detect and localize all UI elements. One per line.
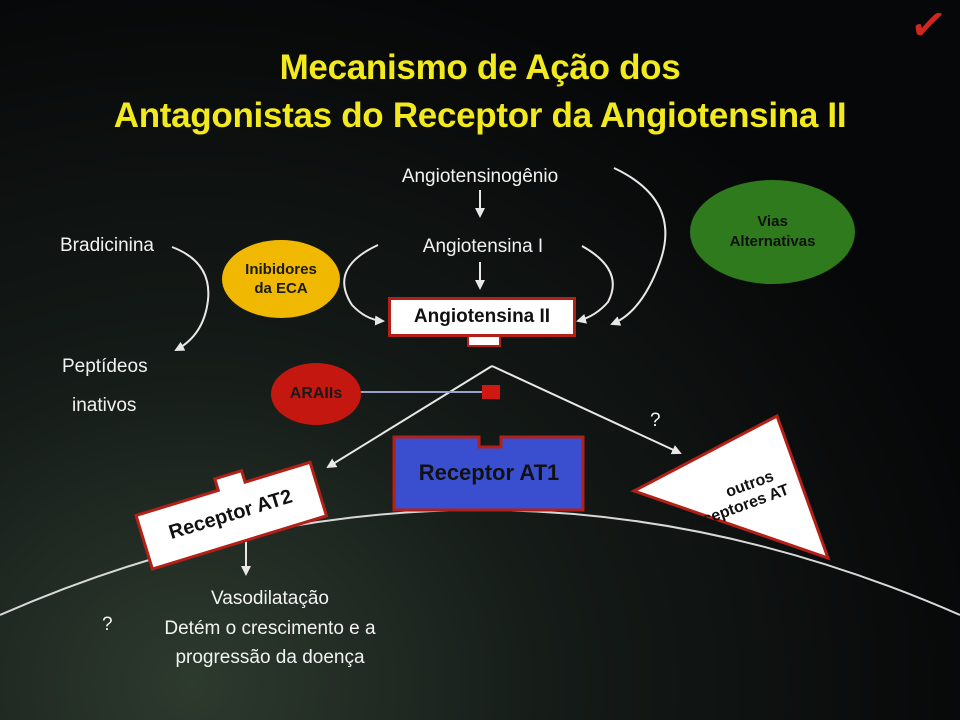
arails-ellipse: ARAIIs [271,363,361,425]
title-line-2: Antagonistas do Receptor da Angiotensina… [113,96,847,135]
inibidores-label-2: da ECA [254,280,308,297]
vias-label-2: Alternativas [729,233,816,250]
vias-label-1: Vias [757,213,788,230]
inibidores-eca-ellipse: Inibidores da ECA [222,240,340,318]
angiotensina-ii-box: Angiotensina II [388,297,576,337]
inibidores-label-1: Inibidores [245,261,317,278]
vias-alternativas-ellipse: Vias Alternativas [690,180,855,284]
peptideos-label-1: Peptídeos [62,356,148,377]
question-mark-left: ? [102,614,113,635]
angiotensinogenio-label: Angiotensinogênio [401,166,559,187]
receptor-at1-box [392,435,585,512]
receptor-at2-box [134,460,329,571]
arrow-ang2-to-outros [491,365,682,455]
question-mark-right: ? [650,410,661,431]
arrow-curve-right [576,245,614,324]
effect-progressao: progressão da doença [175,647,365,668]
slide-title: Mecanismo de Ação dos Antagonistas do Re… [0,44,960,140]
angiotensina-i-label: Angiotensina I [422,236,544,257]
arails-label: ARAIIs [289,385,343,402]
arrow-curve-left [343,244,385,326]
arrow-curve-bradicinina [171,246,210,351]
receptor-at1-label: Receptor AT1 [418,460,560,485]
arrow-curve-outer [610,167,667,326]
angiotensina-ii-label: Angiotensina II [413,306,551,327]
effect-crescimento: Detém o crescimento e a [164,618,376,639]
title-line-1: Mecanismo de Ação dos [279,48,681,87]
bradicinina-label: Bradicinina [60,235,154,256]
arails-block-square [482,385,500,399]
peptideos-label-2: inativos [72,395,137,416]
outros-receptores-triangle [630,413,831,561]
effect-vasodilatacao: Vasodilatação [211,588,329,609]
arrow-ang2-to-at2 [326,365,493,469]
